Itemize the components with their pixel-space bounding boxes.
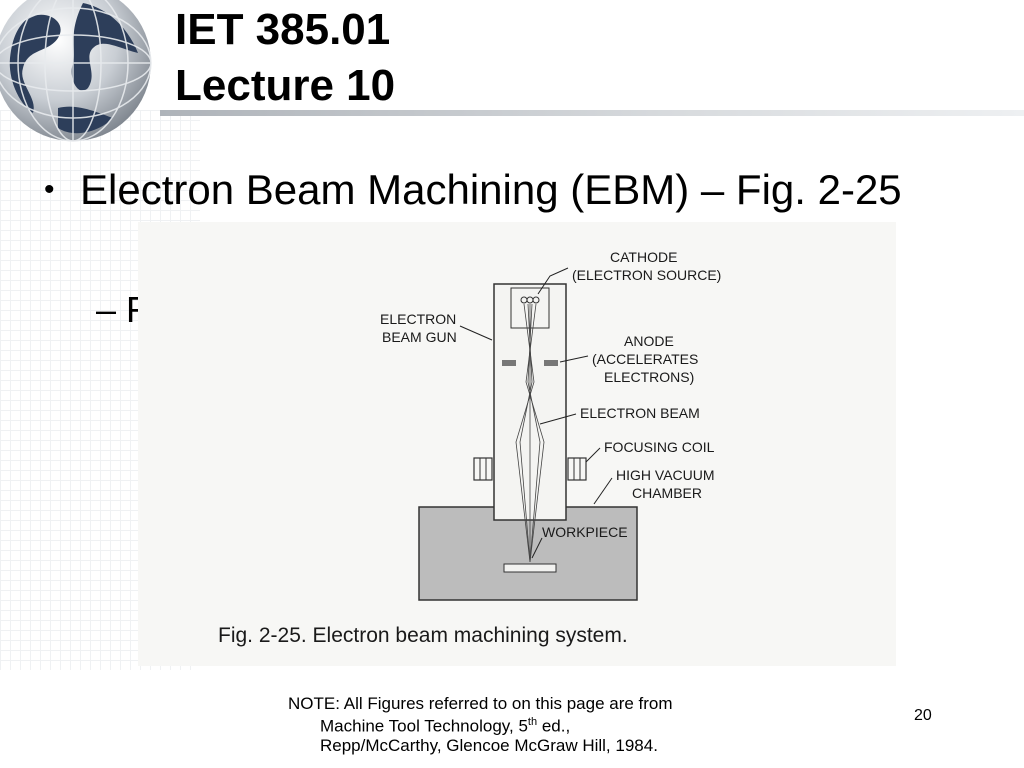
title-rule xyxy=(160,110,1024,116)
bullet-text: Electron Beam Machining (EBM) – Fig. 2-2… xyxy=(80,166,902,213)
globe-icon xyxy=(0,0,152,142)
slide-title: IET 385.01 Lecture 10 xyxy=(175,2,395,114)
label-workpiece: WORKPIECE xyxy=(542,524,628,540)
label-electron-source: (ELECTRON SOURCE) xyxy=(572,267,721,283)
label-high-vacuum: HIGH VACUUM xyxy=(616,467,715,483)
note-superscript: th xyxy=(527,716,538,728)
focusing-coil-left xyxy=(473,457,493,481)
figure-caption: Fig. 2-25. Electron beam machining syste… xyxy=(218,624,628,647)
ebm-diagram: CATHODE (ELECTRON SOURCE) ELECTRON BEAM … xyxy=(218,249,721,647)
focusing-coil-right xyxy=(567,457,587,481)
note-line-2-text: Machine Tool Technology, 5 xyxy=(320,716,528,736)
label-chamber: CHAMBER xyxy=(632,485,702,501)
note-line-2-end: ed., xyxy=(537,716,571,736)
label-anode: ANODE xyxy=(624,333,674,349)
label-beam-gun: BEAM GUN xyxy=(382,329,457,345)
source-note: NOTE: All Figures referred to on this pa… xyxy=(288,694,808,755)
label-electron: ELECTRON xyxy=(380,311,456,327)
ebm-figure: CATHODE (ELECTRON SOURCE) ELECTRON BEAM … xyxy=(138,222,896,666)
anode-plate-left xyxy=(502,360,516,366)
title-line-1: IET 385.01 xyxy=(175,5,391,54)
electron-beam xyxy=(515,303,545,563)
vacuum-chamber xyxy=(418,506,638,601)
label-cathode: CATHODE xyxy=(610,249,677,265)
label-accelerates: (ACCELERATES xyxy=(592,351,698,367)
title-line-2: Lecture 10 xyxy=(175,61,396,110)
note-line-3: Repp/McCarthy, Glencoe McGraw Hill, 1984… xyxy=(320,735,658,755)
label-electron-beam: ELECTRON BEAM xyxy=(580,405,700,421)
bullet-dot: • xyxy=(44,173,55,206)
anode-plate-right xyxy=(544,360,558,366)
note-line-2: Machine Tool Technology, 5th ed., xyxy=(288,713,808,736)
label-focusing-coil: FOCUSING COIL xyxy=(604,439,715,455)
workpiece xyxy=(503,563,557,573)
label-electrons: ELECTRONS) xyxy=(604,369,694,385)
note-line-1: NOTE: All Figures referred to on this pa… xyxy=(288,694,673,713)
page-number: 20 xyxy=(914,707,932,724)
